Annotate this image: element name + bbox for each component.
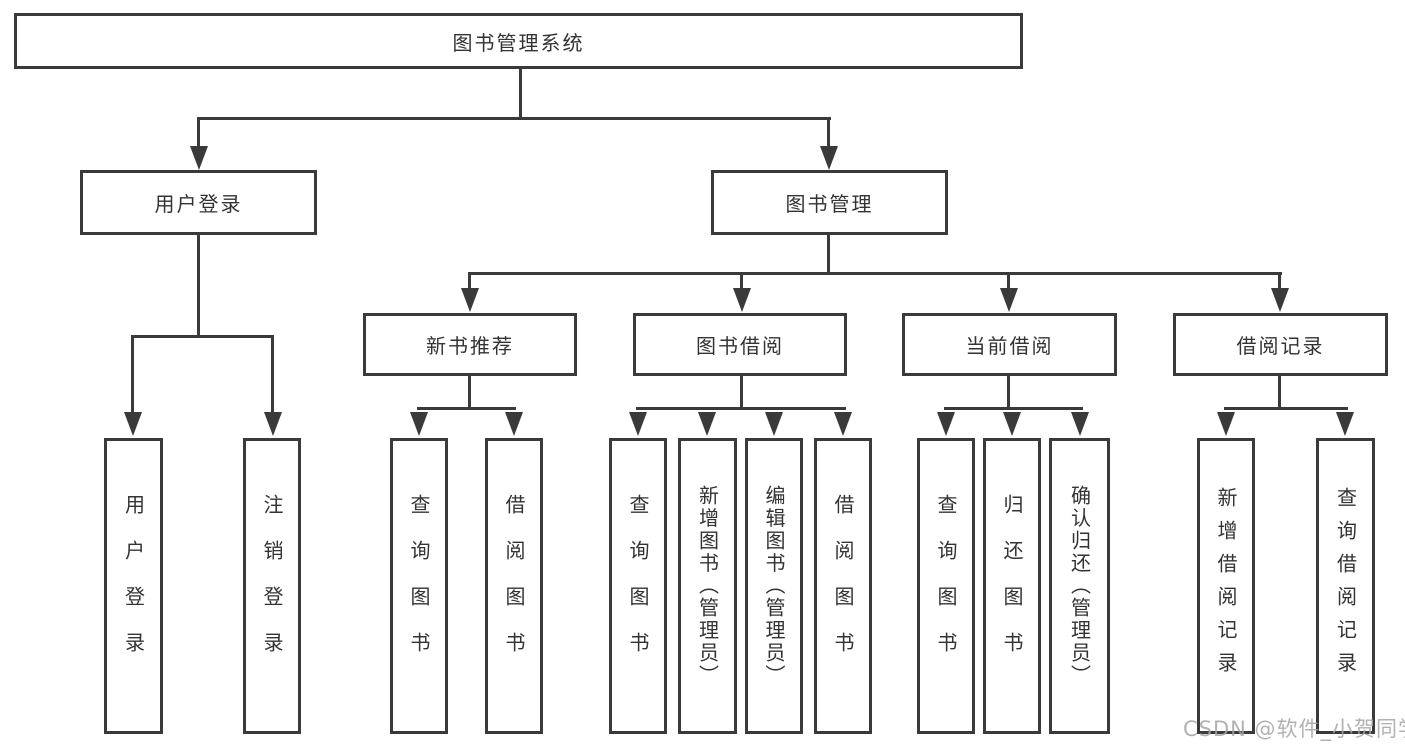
arrow-current-borrow-leaf-2 <box>1003 412 1021 436</box>
leaf-recommend-borrow-books: 借阅图书 <box>485 438 543 734</box>
arrow-to-book-borrow <box>733 288 751 312</box>
arrow-to-current-borrow <box>1000 288 1018 312</box>
leaf-recommend-query-books-label: 查询图书 <box>407 494 431 678</box>
arrow-book-borrow-leaf-2 <box>698 412 716 436</box>
leaf-add-borrow-record-label: 新增借阅记录 <box>1214 487 1238 685</box>
leaf-add-books-admin: 新增图书（管理员） <box>678 438 737 734</box>
connector-current-borrow-stem <box>1007 376 1010 410</box>
connector-root-stem <box>519 68 522 119</box>
node-book-management-label: 图书管理 <box>785 192 874 216</box>
leaf-user-login: 用户登录 <box>104 438 163 734</box>
csdn-watermark: CSDN @软件_小贺同学 <box>1183 717 1405 741</box>
connector-drop-user-login <box>197 117 200 149</box>
connector-drop-leaf-login <box>131 335 134 415</box>
leaf-return-books: 归还图书 <box>983 438 1041 734</box>
leaf-borrow-books: 借阅图书 <box>814 438 872 734</box>
leaf-edit-books-admin-label: 编辑图书（管理员） <box>762 485 786 687</box>
connector-drop-book-borrow <box>740 272 743 290</box>
leaf-query-borrow-record: 查询借阅记录 <box>1316 438 1375 734</box>
connector-level3-branch <box>468 272 1282 275</box>
leaf-borrow-query-books-label: 查询图书 <box>626 494 650 678</box>
leaf-recommend-query-books: 查询图书 <box>390 438 448 734</box>
arrow-to-leaf-login <box>124 412 142 436</box>
leaf-user-login-label: 用户登录 <box>121 494 146 678</box>
connector-current-borrow-branch <box>944 407 1083 410</box>
connector-drop-borrow-records <box>1278 272 1281 290</box>
node-borrow-records: 借阅记录 <box>1173 313 1388 376</box>
leaf-current-query-books: 查询图书 <box>917 438 975 734</box>
arrow-to-user-login <box>190 146 208 170</box>
leaf-logout-label: 注销登录 <box>260 494 284 678</box>
arrow-borrow-records-leaf-2 <box>1336 412 1354 436</box>
connector-book-borrow-branch <box>636 407 846 410</box>
connector-drop-new-book <box>468 272 471 290</box>
leaf-confirm-return-admin: 确认归还（管理员） <box>1049 438 1110 734</box>
connector-borrow-records-branch <box>1224 407 1348 410</box>
connector-book-mgmt-stem <box>827 235 830 275</box>
leaf-recommend-borrow-books-label: 借阅图书 <box>502 494 526 678</box>
node-book-borrow: 图书借阅 <box>633 313 847 376</box>
leaf-borrow-query-books: 查询图书 <box>609 438 667 734</box>
node-current-borrow: 当前借阅 <box>902 313 1117 376</box>
node-new-book-recommend: 新书推荐 <box>363 313 577 376</box>
connector-user-login-stem <box>197 235 200 338</box>
leaf-edit-books-admin: 编辑图书（管理员） <box>745 438 803 734</box>
node-user-login: 用户登录 <box>80 170 317 235</box>
connector-drop-current-borrow <box>1007 272 1010 290</box>
arrow-to-book-mgmt <box>820 146 838 170</box>
node-new-book-recommend-label: 新书推荐 <box>426 334 514 358</box>
connector-new-book-stem <box>468 376 471 410</box>
node-user-login-label: 用户登录 <box>154 192 243 216</box>
arrow-book-borrow-leaf-1 <box>629 412 647 436</box>
node-borrow-records-label: 借阅记录 <box>1236 334 1325 358</box>
node-book-management: 图书管理 <box>711 170 948 235</box>
node-current-borrow-label: 当前借阅 <box>965 334 1054 358</box>
leaf-add-books-admin-label: 新增图书（管理员） <box>695 485 720 687</box>
connector-drop-book-mgmt <box>827 117 830 149</box>
connector-drop-leaf-logout <box>271 335 274 415</box>
arrow-book-borrow-leaf-4 <box>834 412 852 436</box>
arrow-current-borrow-leaf-3 <box>1071 412 1089 436</box>
arrow-to-new-book <box>461 288 479 312</box>
leaf-current-query-books-label: 查询图书 <box>934 494 958 678</box>
leaf-add-borrow-record: 新增借阅记录 <box>1197 438 1255 734</box>
leaf-return-books-label: 归还图书 <box>1000 494 1024 678</box>
node-root-system: 图书管理系统 <box>14 13 1023 69</box>
leaf-confirm-return-admin-label: 确认归还（管理员） <box>1067 485 1092 687</box>
arrow-book-borrow-leaf-3 <box>765 412 783 436</box>
leaf-logout: 注销登录 <box>243 438 301 734</box>
arrow-to-leaf-logout <box>264 412 282 436</box>
node-root-system-label: 图书管理系统 <box>452 30 585 55</box>
arrow-borrow-records-leaf-1 <box>1217 412 1235 436</box>
arrow-new-book-leaf-1 <box>410 412 428 436</box>
connector-level2-branch <box>197 117 831 120</box>
arrow-to-borrow-records <box>1271 288 1289 312</box>
arrow-new-book-leaf-2 <box>505 412 523 436</box>
arrow-current-borrow-leaf-1 <box>937 412 955 436</box>
connector-borrow-records-stem <box>1278 376 1281 410</box>
leaf-query-borrow-record-label: 查询借阅记录 <box>1333 487 1358 685</box>
leaf-borrow-books-label: 借阅图书 <box>831 494 855 678</box>
connector-user-login-branch <box>131 335 274 338</box>
node-book-borrow-label: 图书借阅 <box>696 334 784 358</box>
connector-new-book-branch <box>417 407 516 410</box>
connector-book-borrow-stem <box>740 376 743 410</box>
